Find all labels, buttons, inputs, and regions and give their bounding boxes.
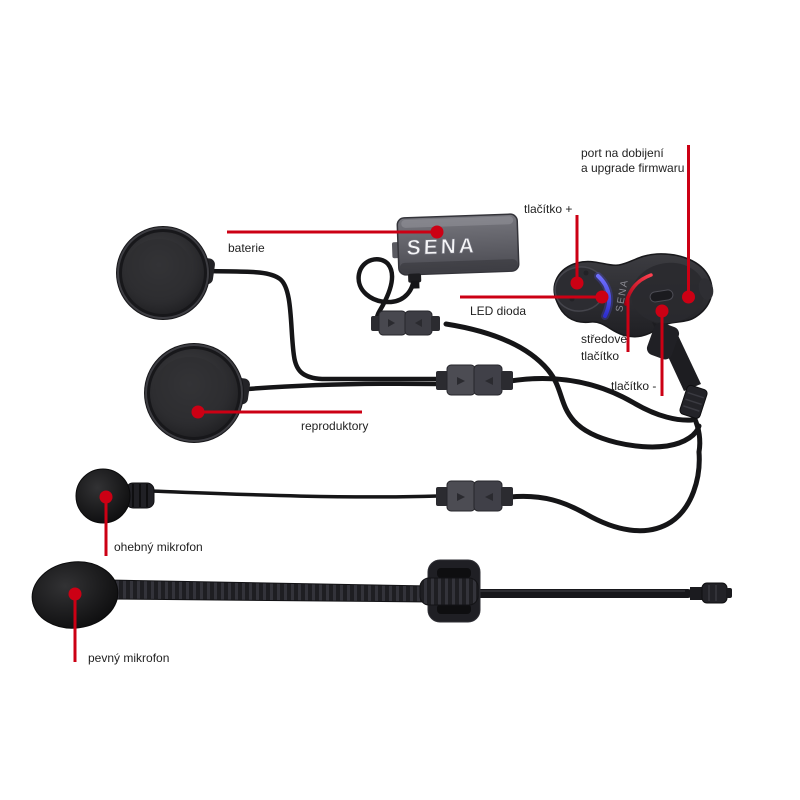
callout-speakers-dot <box>191 405 205 419</box>
main-unit: SENA <box>553 253 714 419</box>
gooseneck-collar <box>419 577 479 606</box>
battery-brand-text: SENA <box>406 234 477 259</box>
callout-flexmic-dot <box>99 490 113 504</box>
callout-boommic-dot <box>68 587 82 601</box>
speaker-cable-run <box>507 376 695 423</box>
callout-lines <box>68 145 695 662</box>
speaker2-wire <box>245 381 441 392</box>
label-center-button: středové tlačítko <box>581 331 627 365</box>
label-wired-mic: pevný mikrofon <box>88 651 170 665</box>
label-plus-button: tlačítko + <box>524 202 573 216</box>
pigtail-connector <box>679 384 708 419</box>
label-charging-port-line2: a upgrade firmwaru <box>581 161 685 175</box>
blue-led-arc <box>596 274 612 318</box>
label-battery: baterie <box>228 241 265 255</box>
mic-cable-run <box>507 449 702 534</box>
label-center-button-line2: tlačítko <box>581 349 620 363</box>
pigtail-cable-link <box>691 414 703 455</box>
inline-connector-speakers <box>436 364 513 396</box>
label-center-button-line1: středové <box>581 332 628 346</box>
callout-battery-dot <box>430 225 444 239</box>
flexible-mic-wire <box>150 489 440 499</box>
jog-button <box>649 289 674 303</box>
speaker-2 <box>144 343 250 443</box>
callout-led-dot <box>595 290 609 304</box>
label-speakers: reproduktory <box>301 419 369 433</box>
cable-harness <box>150 257 703 534</box>
callout-plus-dot <box>570 276 584 290</box>
label-minus-button: tlačítko - <box>611 379 657 393</box>
battery-cable-run <box>443 321 702 450</box>
label-flexible-mic: ohebný mikrofon <box>114 540 203 554</box>
speaker-1 <box>116 226 215 320</box>
gooseneck <box>107 579 431 603</box>
callout-port-dot <box>682 290 695 304</box>
callout-minus-dot <box>655 304 669 318</box>
label-led: LED dioda <box>470 304 527 318</box>
battery-connector <box>371 310 440 336</box>
battery-pack: SENA <box>391 213 520 289</box>
label-charging-port: port na dobijení a upgrade firmwaru <box>581 146 684 176</box>
flexible-microphone <box>75 468 155 524</box>
battery-cable-loop <box>356 257 417 321</box>
label-charging-port-line1: port na dobijení <box>581 146 664 160</box>
boom-tip-connector <box>690 582 732 604</box>
inline-connector-mic <box>436 480 513 512</box>
boom-microphone <box>31 559 732 629</box>
speaker1-wire <box>205 268 441 382</box>
